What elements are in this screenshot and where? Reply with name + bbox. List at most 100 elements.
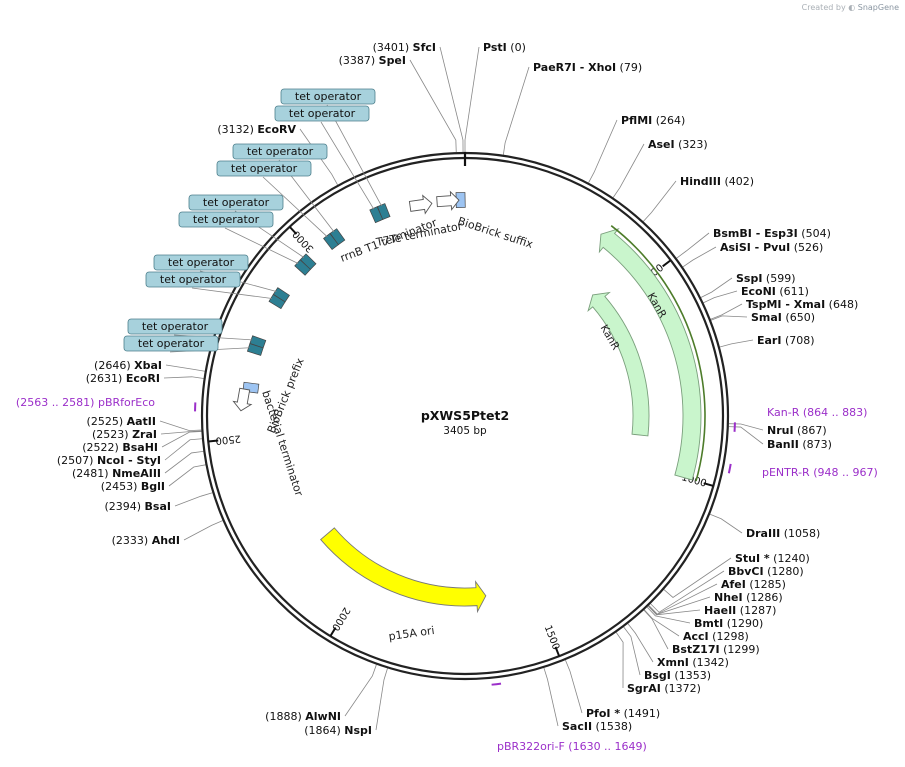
site-coordinate: (264) — [652, 114, 685, 127]
leader-lines — [159, 46, 764, 731]
primer-label: pBR322ori-F (1630 .. 1649) — [497, 740, 647, 753]
site-name: EarI — [757, 334, 781, 347]
site-name: AfeI — [721, 578, 746, 591]
site-name: SfcI — [413, 41, 436, 54]
restriction-site-label: NruI (867) — [767, 424, 827, 437]
features — [232, 190, 706, 614]
restriction-site-label: HindIII (402) — [680, 175, 754, 188]
site-name: SgrAI — [627, 682, 661, 695]
site-name: BstZ17I — [672, 643, 720, 656]
restriction-site-label: AsiSI - PvuI (526) — [720, 241, 823, 254]
tick-label: 1500 — [542, 624, 562, 652]
restriction-site-label: (3132) EcoRV — [217, 123, 296, 136]
site-coordinate: (2525) — [87, 415, 127, 428]
operator-leader — [191, 287, 272, 299]
tet-operator-label: tet operator — [247, 145, 314, 158]
primer-label: (2563 .. 2581) pBRforEco — [16, 396, 155, 409]
site-coordinate: (504) — [798, 227, 831, 240]
restriction-site-label: (2481) NmeAIII — [72, 467, 161, 480]
site-leader-line — [163, 376, 204, 379]
primer-range: (1630 .. 1649) — [565, 740, 647, 753]
tet-operator-box — [280, 88, 376, 105]
operator-leader — [224, 227, 299, 264]
restriction-site-label: DraIII (1058) — [746, 527, 820, 540]
tick-mark — [208, 439, 219, 443]
site-leader-line — [165, 364, 205, 372]
site-coordinate: (1285) — [746, 578, 786, 591]
site-name: AccI — [683, 630, 709, 643]
site-coordinate: (650) — [782, 311, 815, 324]
site-name: ZraI — [132, 428, 157, 441]
site-leader-line — [502, 66, 530, 155]
tet-operator-label: tet operator — [142, 320, 209, 333]
bacterial-terminator-arrow — [232, 387, 253, 412]
site-name: SpeI — [379, 54, 406, 67]
site-leader-line — [623, 626, 641, 676]
tet-operator-box — [153, 254, 249, 271]
kanr-inner-arrow — [587, 291, 650, 437]
restriction-site-label: (2453) BglI — [101, 480, 165, 493]
site-coordinate: (1286) — [743, 591, 783, 604]
primer-name: pBRforEco — [98, 396, 155, 409]
primer-name: Kan-R — [767, 406, 800, 419]
site-name: HindIII — [680, 175, 721, 188]
site-coordinate: (1298) — [709, 630, 749, 643]
restriction-site-label: (3387) SpeI — [339, 54, 406, 67]
site-coordinate: (873) — [799, 438, 832, 451]
site-coordinate: (1290) — [723, 617, 763, 630]
restriction-site-label: AseI (323) — [648, 138, 708, 151]
site-name: NspI — [344, 724, 372, 737]
primer-label: Kan-R (864 .. 883) — [767, 406, 867, 419]
kanr-highlight-line — [610, 225, 706, 482]
site-name: StuI * — [735, 552, 770, 565]
site-coordinate: (2333) — [112, 534, 152, 547]
site-coordinate: (611) — [776, 285, 809, 298]
restriction-site-label: NheI (1286) — [714, 591, 783, 604]
site-name: NheI — [714, 591, 743, 604]
site-leader-line — [709, 513, 743, 534]
site-coordinate: (1058) — [780, 527, 820, 540]
site-name: AatII — [127, 415, 156, 428]
restriction-site-label: XmnI (1342) — [657, 656, 729, 669]
site-coordinate: (2507) — [57, 454, 97, 467]
site-leader-line — [663, 557, 732, 598]
site-leader-line — [719, 339, 754, 348]
site-name: XbaI — [134, 359, 162, 372]
tet-operator-label: tet operator — [160, 273, 227, 286]
site-name: AlwNI — [305, 710, 341, 723]
site-name: XmnI — [657, 656, 689, 669]
operator-leader — [262, 176, 328, 238]
tick-mark — [662, 259, 672, 268]
site-leader-line — [612, 143, 645, 198]
site-coordinate: (1287) — [736, 604, 776, 617]
site-coordinate: (1240) — [770, 552, 810, 565]
restriction-site-label: (2646) XbaI — [94, 359, 162, 372]
site-leader-line — [700, 277, 733, 298]
site-name: AsiSI - PvuI — [720, 241, 790, 254]
site-coordinate: (1538) — [592, 720, 632, 733]
site-leader-line — [676, 232, 710, 259]
site-leader-line — [344, 664, 377, 717]
site-leader-line — [174, 492, 213, 507]
restriction-site-label: SspI (599) — [736, 272, 796, 285]
primer-mark — [727, 463, 732, 474]
site-leader-line — [439, 46, 464, 153]
kanr-outer-arrow — [598, 227, 702, 481]
site-coordinate: (867) — [794, 424, 827, 437]
operator-leader — [320, 121, 375, 210]
site-name: BsaI — [145, 500, 171, 513]
site-coordinate: (1299) — [720, 643, 760, 656]
primer-label: pENTR-R (948 .. 967) — [762, 466, 878, 479]
site-leader-line — [164, 450, 204, 474]
biobrick-suffix-label: BioBrick suffix — [456, 214, 535, 251]
tick-mark — [554, 646, 561, 657]
credit-brand: SnapGene — [857, 3, 899, 12]
restriction-site-label: SmaI (650) — [751, 311, 815, 324]
tet-operator-label: tet operator — [193, 213, 260, 226]
site-coordinate: (1342) — [689, 656, 729, 669]
site-name: PstI — [483, 41, 507, 54]
restriction-site-label: SgrAI (1372) — [627, 682, 701, 695]
site-leader-line — [375, 668, 388, 731]
site-leader-line — [703, 290, 738, 304]
